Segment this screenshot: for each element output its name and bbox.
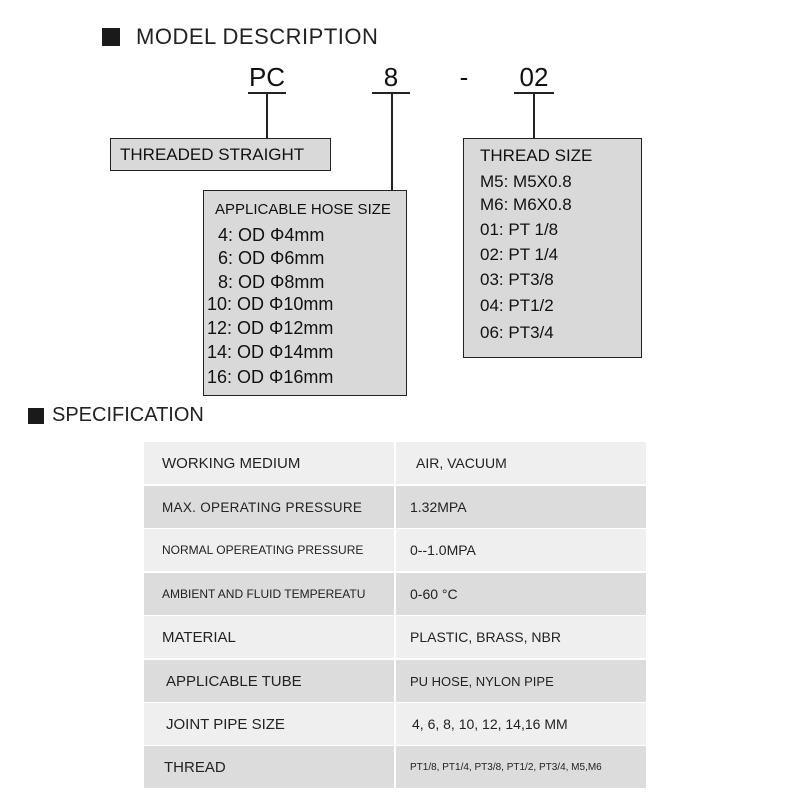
table-row: MAX. OPERATING PRESSURE 1.32MPA xyxy=(144,486,646,528)
code-separator: - xyxy=(459,62,469,92)
connector-series-line xyxy=(266,94,268,138)
spec-label: THREAD xyxy=(144,746,394,788)
hose-size-item: 10: OD Φ10mm xyxy=(207,294,334,314)
table-row: THREAD PT1/8, PT1/4, PT3/8, PT1/2, PT3/4… xyxy=(144,746,646,788)
table-row: MATERIAL PLASTIC, BRASS, NBR xyxy=(144,616,646,658)
threaded-straight-box: THREADED STRAIGHT xyxy=(110,138,331,171)
hose-size-box: APPLICABLE HOSE SIZE 4: OD Φ4mm 6: OD Φ6… xyxy=(203,190,407,396)
spec-value: 1.32MPA xyxy=(396,486,646,528)
thread-size-title: THREAD SIZE xyxy=(480,146,593,165)
hose-size-item: 16: OD Φ16mm xyxy=(207,367,334,387)
thread-size-item: 01: PT 1/8 xyxy=(480,220,559,239)
spec-label: WORKING MEDIUM xyxy=(144,442,394,484)
hose-size-item: 6: OD Φ6mm xyxy=(218,248,325,268)
specification-heading: SPECIFICATION xyxy=(52,404,204,426)
spec-value: PLASTIC, BRASS, NBR xyxy=(396,616,646,658)
hose-size-item: 14: OD Φ14mm xyxy=(207,342,334,362)
table-row: WORKING MEDIUM AIR, VACUUM xyxy=(144,442,646,484)
connector-thread-line xyxy=(533,94,535,138)
spec-value: AIR, VACUUM xyxy=(396,442,646,484)
table-row: JOINT PIPE SIZE 4, 6, 8, 10, 12, 14,16 M… xyxy=(144,703,646,745)
spec-value: PT1/8, PT1/4, PT3/8, PT1/2, PT3/4, M5,M6 xyxy=(396,746,646,788)
threaded-straight-label: THREADED STRAIGHT xyxy=(120,145,305,164)
code-part-thread: 02 xyxy=(519,62,549,92)
spec-label: NORMAL OPEREATING PRESSURE xyxy=(144,529,394,571)
model-description-heading: MODEL DESCRIPTION xyxy=(136,24,379,49)
spec-heading-square-icon xyxy=(28,408,44,424)
code-part-hose-underline xyxy=(372,92,410,94)
spec-value: PU HOSE, NYLON PIPE xyxy=(396,660,646,702)
spec-label: MAX. OPERATING PRESSURE xyxy=(144,486,394,528)
spec-label: JOINT PIPE SIZE xyxy=(144,703,394,745)
spec-value: 0--1.0MPA xyxy=(396,529,646,571)
thread-size-item: M5: M5X0.8 xyxy=(480,172,572,191)
table-row: APPLICABLE TUBE PU HOSE, NYLON PIPE xyxy=(144,660,646,702)
thread-size-item: 03: PT3/8 xyxy=(480,270,554,289)
code-part-series: PC xyxy=(248,62,286,92)
spec-label: AMBIENT AND FLUID TEMPEREATU xyxy=(144,573,394,615)
spec-label: APPLICABLE TUBE xyxy=(144,660,394,702)
table-row: NORMAL OPEREATING PRESSURE 0--1.0MPA xyxy=(144,529,646,571)
thread-size-item: M6: M6X0.8 xyxy=(480,195,572,214)
code-part-series-underline xyxy=(248,92,286,94)
thread-size-box: THREAD SIZE M5: M5X0.8 M6: M6X0.8 01: PT… xyxy=(463,138,642,358)
table-row: AMBIENT AND FLUID TEMPEREATU 0-60 °C xyxy=(144,573,646,615)
hose-size-item: 8: OD Φ8mm xyxy=(218,272,325,292)
spec-label: MATERIAL xyxy=(144,616,394,658)
hose-size-item: 4: OD Φ4mm xyxy=(218,225,325,245)
hose-size-item: 12: OD Φ12mm xyxy=(207,318,334,338)
code-part-hose: 8 xyxy=(383,62,399,92)
hose-size-title: APPLICABLE HOSE SIZE xyxy=(215,201,391,218)
model-heading-square-icon xyxy=(102,28,120,46)
thread-size-item: 06: PT3/4 xyxy=(480,323,554,342)
thread-size-item: 02: PT 1/4 xyxy=(480,245,559,264)
spec-value: 4, 6, 8, 10, 12, 14,16 MM xyxy=(396,703,646,745)
code-part-thread-underline xyxy=(514,92,554,94)
spec-value: 0-60 °C xyxy=(396,573,646,615)
thread-size-item: 04: PT1/2 xyxy=(480,296,554,315)
connector-hose-line xyxy=(391,94,393,190)
